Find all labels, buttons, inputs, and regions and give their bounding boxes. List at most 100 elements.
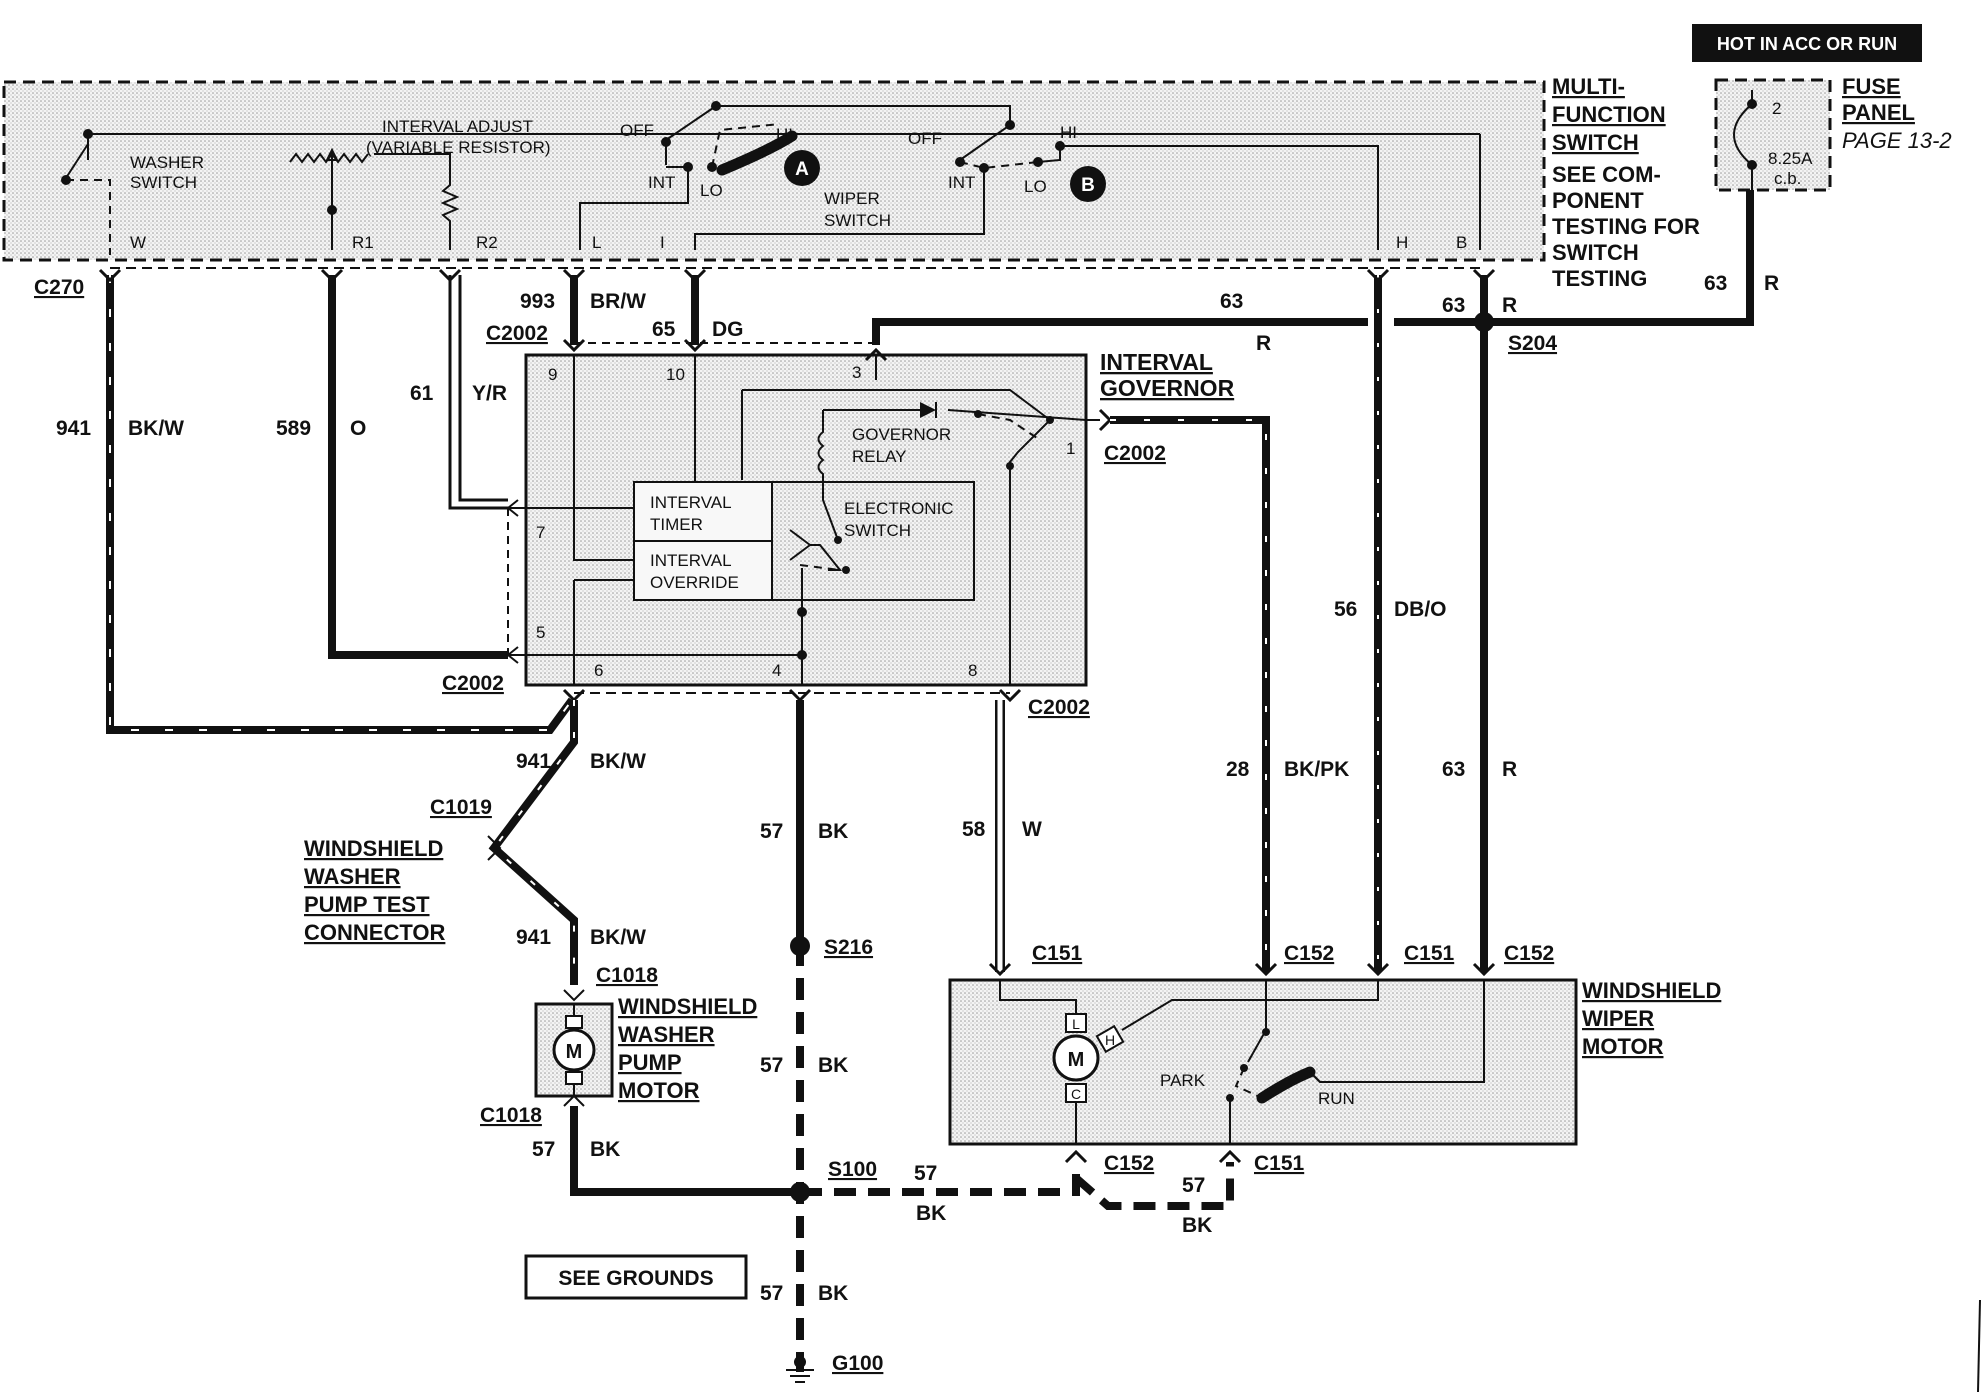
governor-relay-label-1: GOVERNOR — [852, 425, 951, 444]
wire-941-num-1: 941 — [56, 417, 91, 440]
wiper-switch-label-2: SWITCH — [824, 211, 891, 230]
wiper-motor-label-3: MOTOR — [1582, 1034, 1664, 1059]
splice-s204-label: S204 — [1508, 332, 1557, 355]
interval-override-label-2: OVERRIDE — [650, 573, 739, 592]
park-label: PARK — [1160, 1071, 1206, 1090]
mfs-note-1: SEE COM- — [1552, 162, 1661, 187]
terminal-i: I — [660, 233, 665, 252]
fuse-panel: 2 8.25A c.b. FUSE PANEL PAGE 13-2 — [1714, 74, 1952, 192]
connector-c152-c: C152 — [1104, 1152, 1154, 1175]
connector-c152-a: C152 — [1284, 942, 1334, 965]
mfs-name-3: SWITCH — [1552, 130, 1639, 155]
test-connector-label-1: WINDSHIELD — [304, 836, 443, 861]
fuse-type: c.b. — [1774, 169, 1801, 188]
wire-57-color-3: BK — [818, 1282, 848, 1305]
switch-b-hi: HI — [1060, 123, 1077, 142]
wiper-motor-terminal-l: L — [1072, 1016, 1080, 1032]
washer-pump-motor: M WINDSHIELD WASHER PUMP MOTOR — [534, 989, 757, 1107]
edge-mark — [1977, 1299, 1981, 1392]
connector-c152-b: C152 — [1504, 942, 1554, 965]
wire-63-color-b: R — [1502, 294, 1517, 317]
connector-c1018-top: C1018 — [596, 964, 658, 987]
wire-941-color-3: BK/W — [590, 926, 646, 949]
wire-63-num-d: 63 — [1442, 758, 1465, 781]
switch-a-lo: LO — [700, 181, 723, 200]
wire-28-color: BK/PK — [1284, 758, 1349, 781]
connector-c151-c: C151 — [1254, 1152, 1305, 1175]
interval-governor-name-1: INTERVAL — [1100, 349, 1213, 375]
splice-s216 — [790, 936, 810, 956]
washer-switch: WASHER SWITCH W — [61, 129, 1480, 255]
wire-57-num-4: 57 — [914, 1162, 937, 1185]
wire-61-color: Y/R — [472, 382, 507, 405]
interval-governor-name-2: GOVERNOR — [1100, 375, 1235, 401]
wire-57-to-motor-a — [800, 1170, 1080, 1196]
wire-57-to-motor-b — [1073, 1162, 1234, 1210]
mfs-name-2: FUNCTION — [1552, 102, 1666, 127]
test-connector-label-3: PUMP TEST — [304, 892, 430, 917]
washer-motor-label-1: WINDSHIELD — [618, 994, 757, 1019]
fuse-rating: 8.25A — [1768, 149, 1813, 168]
test-connector-symbol — [487, 835, 502, 861]
wire-58-color: W — [1022, 818, 1042, 841]
wire-61 — [448, 275, 508, 510]
fuse-panel-name-2: PANEL — [1842, 100, 1915, 125]
wire-57-color-4: BK — [916, 1202, 946, 1225]
wiper-motor-housing — [948, 978, 1578, 1146]
pin-10: 10 — [666, 365, 685, 384]
wire-993-color: BR/W — [590, 290, 646, 313]
wire-28-num: 28 — [1226, 758, 1250, 781]
switch-b-lo: LO — [1024, 177, 1047, 196]
wiper-switch-label-1: WIPER — [824, 189, 880, 208]
pin-9: 9 — [548, 365, 557, 384]
wire-63-num-a: 63 — [1220, 290, 1243, 313]
mfs-note-4: SWITCH — [1552, 240, 1639, 265]
see-grounds-box: SEE GROUNDS — [524, 1254, 748, 1300]
wire-57-num-2: 57 — [760, 1054, 783, 1077]
wire-56-num: 56 — [1334, 598, 1357, 621]
wire-56-color: DB/O — [1394, 598, 1447, 621]
splice-s100-label: S100 — [828, 1158, 877, 1181]
wire-941-color-1: BK/W — [128, 417, 184, 440]
interval-override-label-1: INTERVAL — [650, 551, 732, 570]
wire-63-num-b: 63 — [1442, 294, 1465, 317]
terminal-b: B — [1456, 233, 1467, 252]
mfs-name-1: MULTI- — [1552, 74, 1625, 99]
pin-4: 4 — [772, 661, 781, 680]
washer-motor-label-2: WASHER — [618, 1022, 715, 1047]
pin-8: 8 — [968, 661, 977, 680]
switch-b-int: INT — [948, 173, 975, 192]
connector-c2002-top: C2002 — [486, 322, 548, 345]
splice-s216-label: S216 — [824, 936, 873, 959]
wiper-motor-symbol: M — [1068, 1049, 1085, 1071]
connector-c151-a: C151 — [1032, 942, 1083, 965]
wiper-motor-terminal-c: C — [1071, 1086, 1081, 1102]
electronic-switch-label-2: SWITCH — [844, 521, 911, 540]
washer-motor-symbol: M — [566, 1041, 583, 1063]
see-grounds-label: SEE GROUNDS — [558, 1267, 713, 1290]
wire-57-color-5: BK — [1182, 1214, 1212, 1237]
wire-57-color-washer: BK — [590, 1138, 620, 1161]
switch-a-hi: HI — [776, 125, 793, 144]
wire-57-washer-ground — [570, 1106, 800, 1196]
marker-a-label: A — [795, 159, 809, 180]
switch-b-off: OFF — [908, 129, 942, 148]
wire-65-color: DG — [712, 318, 744, 341]
interval-timer-label-2: TIMER — [650, 515, 703, 534]
interval-governor: GOVERNOR RELAY INTERVAL TIMER INTERVAL O… — [506, 349, 1235, 687]
wire-57-color-2: BK — [818, 1054, 848, 1077]
wire-57-num-1: 57 — [760, 820, 783, 843]
wire-57-num-3: 57 — [760, 1282, 783, 1305]
wire-63-color-d: R — [1502, 758, 1517, 781]
terminal-r2: R2 — [476, 233, 498, 252]
washer-switch-label-1: WASHER — [130, 153, 204, 172]
marker-a — [784, 150, 820, 186]
test-connector-label-2: WASHER — [304, 864, 401, 889]
interval-adjust-label-2: (VARIABLE RESISTOR) — [366, 138, 551, 157]
connector-c1019: C1019 — [430, 796, 492, 819]
wire-57-num-washer: 57 — [532, 1138, 555, 1161]
connector-c2002-right: C2002 — [1104, 442, 1166, 465]
switch-a-off: OFF — [620, 121, 654, 140]
wire-63-to-governor — [872, 318, 1368, 345]
run-label: RUN — [1318, 1089, 1355, 1108]
